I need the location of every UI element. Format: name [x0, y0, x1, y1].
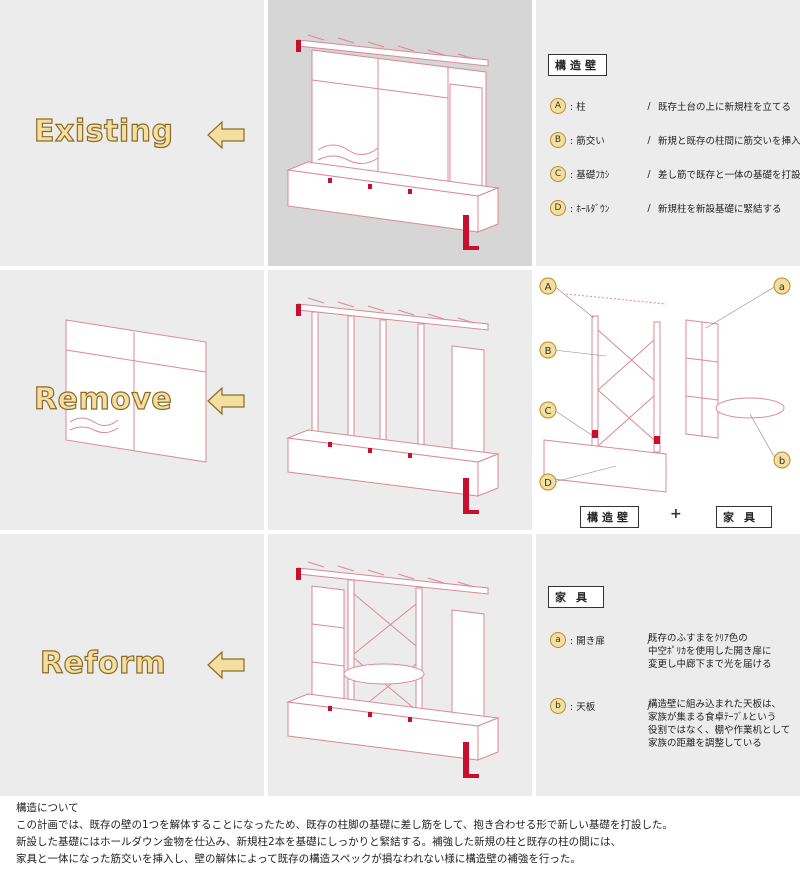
- badge-d: D: [550, 200, 566, 216]
- badge-small-b: b: [550, 698, 566, 714]
- remove-title: Remove: [33, 381, 173, 417]
- panel-remove-label: Remove: [0, 270, 264, 530]
- badge-b: B: [550, 132, 566, 148]
- furniture-item-b-desc: 構造壁に組み込まれた天板は、 家族が集まる食卓ﾃｰﾌﾞﾙという 役割ではなく、棚…: [648, 699, 791, 749]
- footer-line-2: 新設した基礎にはホールダウン金物を仕込み、新規柱2本を基礎にしっかりと緊結する。…: [16, 836, 622, 848]
- exploded-diagram: A B C D a b: [539, 277, 791, 493]
- footer-line-3: 家具と一体になった筋交いを挿入し、壁の解体によって既存の構造スペックが損なわれな…: [16, 853, 581, 865]
- arrow-left-icon: [207, 386, 245, 416]
- structure-description: 構造について この計画では、既存の壁の1つを解体することになったため、既存の柱脚…: [16, 800, 791, 868]
- existing-title: Existing: [33, 113, 174, 149]
- remove-frame-drawing: [286, 297, 500, 514]
- panel-existing-drawing: [268, 0, 532, 266]
- panel-furniture-legend: 家具 a : 開き扉 / 既存のふすまをｸﾘｱ色の 中空ﾎﾟﾘｶを使用した開き扉…: [536, 534, 800, 796]
- panel-structure-legend: 構造壁 A : 柱 / 既存土台の上に新規柱を立てる B : 筋交い / 新規と…: [536, 0, 800, 266]
- legend-item-a: A : 柱 / 既存土台の上に新規柱を立てる: [550, 98, 791, 114]
- exploded-furniture-label: 家具: [716, 506, 772, 528]
- panel-reform-drawing: [268, 534, 532, 796]
- exploded-label-b: B: [545, 346, 552, 357]
- furniture-item-a-desc: 既存のふすまをｸﾘｱ色の 中空ﾎﾟﾘｶを使用した開き扉に 変更し中廊下まで光を届…: [648, 633, 772, 670]
- reform-wall-drawing: [286, 561, 500, 778]
- exploded-label-small-a: a: [779, 282, 785, 293]
- legend-item-b: B : 筋交い / 新規と既存の柱間に筋交いを挿入: [550, 132, 800, 148]
- exploded-label-d: D: [544, 478, 552, 489]
- panel-existing-label: Existing: [0, 0, 264, 266]
- exploded-label-small-b: b: [779, 456, 785, 467]
- panel-remove-drawing: [268, 270, 532, 530]
- exploded-plus: +: [670, 506, 682, 522]
- furniture-item-a: a : 開き扉 /: [550, 632, 658, 648]
- badge-c: C: [550, 166, 566, 182]
- furniture-legend-title: 家具: [548, 586, 604, 608]
- existing-wall-drawing: [286, 34, 500, 250]
- panel-reform-label: Reform: [0, 534, 264, 796]
- exploded-label-c: C: [545, 406, 552, 417]
- arrow-left-icon: [207, 650, 245, 680]
- footer-heading: 構造について: [16, 802, 79, 814]
- removed-wall-drawing: [65, 319, 207, 463]
- exploded-label-a: A: [545, 282, 552, 293]
- footer-line-1: この計画では、既存の壁の1つを解体することになったため、既存の柱脚の基礎に差し筋…: [16, 819, 673, 831]
- arrow-left-icon: [207, 120, 245, 150]
- badge-a: A: [550, 98, 566, 114]
- furniture-item-b: b : 天板 /: [550, 698, 658, 714]
- exploded-structure-label: 構造壁: [580, 506, 639, 528]
- badge-small-a: a: [550, 632, 566, 648]
- legend-item-c: C : 基礎ﾌｶｼ / 差し筋で既存と一体の基礎を打設: [550, 166, 800, 182]
- reform-title: Reform: [39, 645, 167, 681]
- legend-item-d: D : ﾎｰﾙﾀﾞｳﾝ / 新規柱を新設基礎に緊結する: [550, 200, 782, 216]
- structure-legend-title: 構造壁: [548, 54, 607, 76]
- panel-exploded: A B C D a b 構造壁 + 家具: [536, 270, 800, 530]
